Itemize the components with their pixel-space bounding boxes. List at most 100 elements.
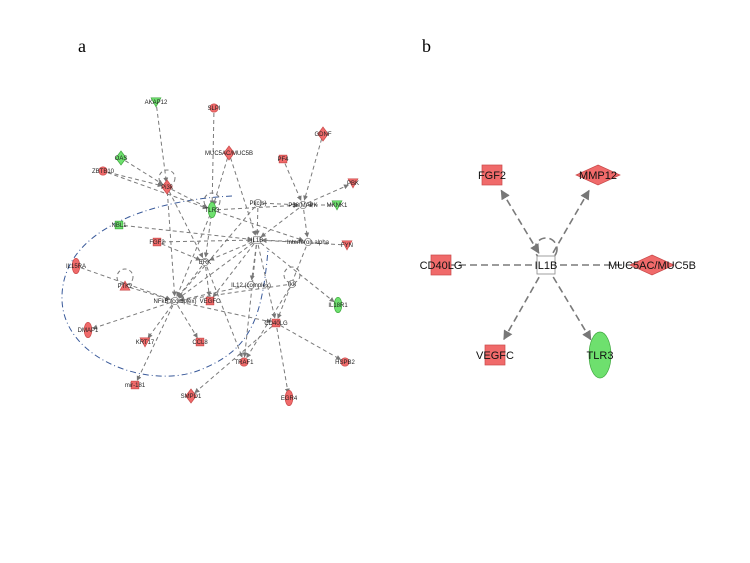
edge-a-IL1B-NFKB xyxy=(178,242,254,299)
node-a-gdnf: GDNF xyxy=(315,126,332,142)
node-a-label: Interferon alpha xyxy=(287,240,330,246)
node-a-pf4: PF4 xyxy=(277,154,289,164)
edge-a-P38-IL1B xyxy=(260,207,300,238)
edge-a-PTGDS-ERK xyxy=(168,191,204,258)
panel-a-edges xyxy=(61,106,349,394)
node-a-egr4: EGR4 xyxy=(281,389,298,407)
edge-a-AKAP12-PTGDS xyxy=(156,106,169,183)
edge-a-TLR3-IFNA xyxy=(216,211,304,242)
node-a-p38: P38 MAPK xyxy=(288,200,318,209)
node-a-label: ERK xyxy=(199,260,211,266)
edge-a-FGF2-IL1B xyxy=(161,237,253,243)
node-a-krt17: KRT17 xyxy=(136,337,155,348)
node-a-vegfc: VEGFC xyxy=(200,296,221,306)
node-b-label: MMP12 xyxy=(579,170,617,182)
node-a-label: CCL8 xyxy=(192,340,208,346)
node-b-label: FGF2 xyxy=(478,170,506,182)
node-a-il18r1: IL18R1 xyxy=(328,296,348,314)
node-a-label: NBL1 xyxy=(111,223,127,229)
node-a-ccl8: CCL8 xyxy=(192,337,208,347)
edge-a-ZBTB10-TLR3 xyxy=(107,172,208,210)
node-a-il12: IL12 (complex) xyxy=(231,280,271,289)
node-a-label: PF4 xyxy=(277,157,289,163)
edge-a-GDNF-P38 xyxy=(303,138,323,201)
edge-a-NFKB-DMAP1 xyxy=(92,302,171,330)
edge-a-IL1B-VEGFC xyxy=(212,243,255,298)
edge-b-il1b-tlr3 xyxy=(552,276,592,341)
node-a-ptgds: Pi3k xyxy=(161,179,174,195)
node-a-label: TLR3 xyxy=(205,208,220,214)
edge-a-OAS-PTGDS xyxy=(124,160,164,185)
node-b-label: IL1B xyxy=(535,260,558,272)
node-a-il1b: IL1B xyxy=(251,236,263,244)
edge-a-ZBTB10-PTGDS xyxy=(107,171,163,188)
node-a-label: PTK2 xyxy=(117,284,133,290)
edge-a-PIM-NFKB xyxy=(129,286,171,301)
node-a-label: IL18R1 xyxy=(328,303,348,309)
node-a-slpi: SLPI xyxy=(207,103,221,113)
self-loop-Ikk xyxy=(283,266,301,284)
node-a-fgf2: FGF2 xyxy=(149,237,165,247)
self-loop-PIM xyxy=(116,268,134,286)
edge-b-il1b-fgf2 xyxy=(500,189,540,254)
node-a-label: AKAP12 xyxy=(145,100,168,106)
edge-a-TLR3-ERK xyxy=(203,214,212,258)
edge-a-IL1B-CD40LG xyxy=(257,244,277,319)
node-a-label: EGR4 xyxy=(281,396,298,402)
node-a-label: SLPI xyxy=(207,106,220,112)
edge-a-NFKB-CD40LG xyxy=(179,301,272,324)
node-b-cd40lg: CD40LG xyxy=(420,254,462,276)
node-a-tlr3: TLR3 xyxy=(205,201,220,219)
edge-a-ERK-NFKB xyxy=(177,265,203,298)
node-b-mmp12: MMP12 xyxy=(575,164,621,186)
node-a-label: IL12 (complex) xyxy=(231,283,271,289)
edge-a-P38-IFNA xyxy=(303,209,310,238)
node-a-label: SMPD1 xyxy=(181,394,202,400)
node-a-pkc: Pkc(s) xyxy=(250,198,267,207)
edge-a-IL12-NFKB xyxy=(179,285,247,302)
edge-a-FYN-IL1B xyxy=(261,238,343,246)
node-a-label: MUC5AC/MUC5B xyxy=(205,151,253,157)
node-b-vegfc: VEGFC xyxy=(476,344,514,366)
node-a-label: Ikk xyxy=(288,282,297,288)
node-a-label: FGF2 xyxy=(149,240,165,246)
edge-a-TLR3-NFKB xyxy=(176,214,211,297)
edge-a-ERK-TRAF1 xyxy=(206,266,243,358)
node-b-fgf2: FGF2 xyxy=(478,164,506,186)
panel-a-label: a xyxy=(78,36,86,56)
node-a-nbl1: NBL1 xyxy=(111,220,127,230)
node-b-label: MUC5AC/MUC5B xyxy=(608,260,696,272)
node-a-il15ra: IL15RA xyxy=(66,257,86,275)
node-a-akap12: AKAP12 xyxy=(145,97,168,108)
node-a-label: GDNF xyxy=(315,132,332,138)
node-a-label: NFkB (complex) xyxy=(153,299,196,305)
node-a-ifna: Interferon alpha xyxy=(287,237,330,246)
edge-a-Pkc-NFKB xyxy=(177,206,256,298)
edge-a-IL1B-TRAF1 xyxy=(242,244,257,358)
edge-a-IL1B-IL12 xyxy=(249,244,257,281)
node-a-label: KRT17 xyxy=(136,340,155,346)
node-a-nfkb: NFkB (complex) xyxy=(153,296,197,305)
node-a-muc5ac: MUC5AC/MUC5B xyxy=(205,145,253,161)
node-a-zbtb10: ZBTB10 xyxy=(92,166,115,176)
node-b-tlr3: TLR3 xyxy=(587,331,613,379)
edge-a-ERK-VEGFC xyxy=(205,266,212,297)
cluster-outline xyxy=(61,195,269,377)
edge-a-PF4-P38 xyxy=(284,163,302,201)
edge-a-Pkc-P38 xyxy=(262,202,299,208)
edge-a-MUC5AC-TLR3 xyxy=(212,157,229,206)
node-a-label: VEGFC xyxy=(200,299,221,305)
node-a-hspb2: HSPB2 xyxy=(335,357,355,367)
node-a-pim: PTK2 xyxy=(117,280,133,291)
node-a-ikk: Ikk xyxy=(287,279,297,288)
edge-a-NBL1-IL1B xyxy=(123,225,253,242)
panel-b-label: b xyxy=(422,36,431,56)
node-a-label: P38 MAPK xyxy=(288,203,317,209)
node-a-traf1: TRAF1 xyxy=(234,357,254,367)
edge-a-P38-PBK xyxy=(307,184,349,204)
node-a-smpd1: SMPD1 xyxy=(181,388,202,404)
node-a-label: OAS xyxy=(115,156,128,162)
edge-a-Pkc-IL1B xyxy=(254,207,260,236)
